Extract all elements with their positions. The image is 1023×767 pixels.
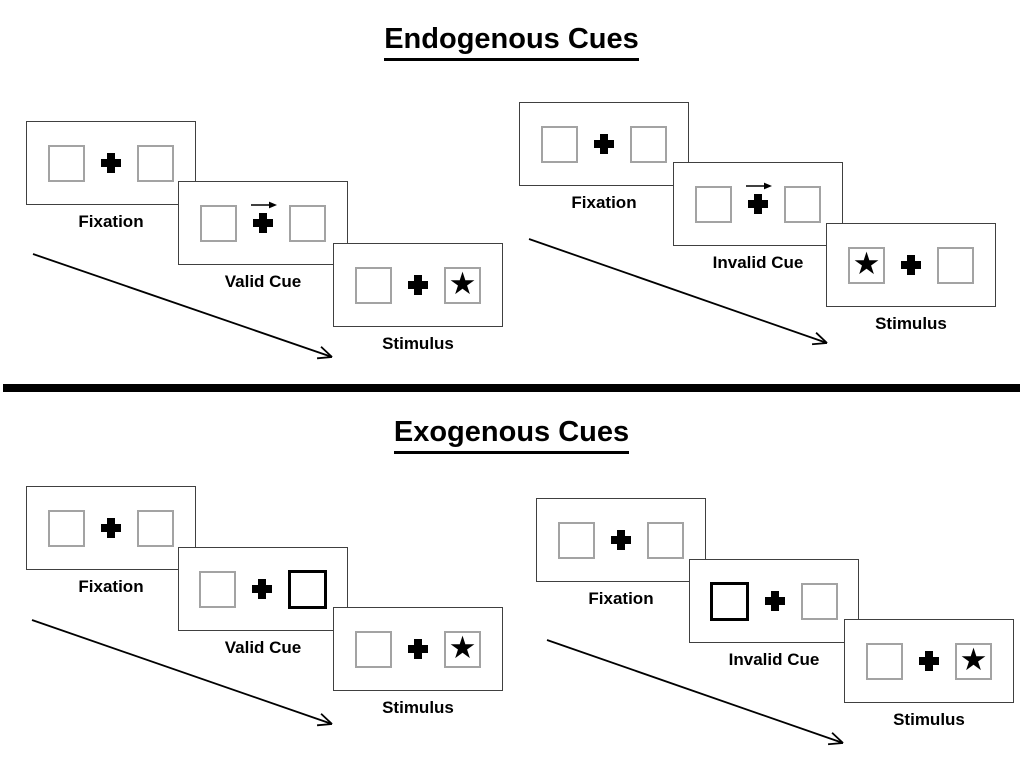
endo-valid-fixation-card: Fixation bbox=[26, 121, 196, 231]
stimulus-card: ★ bbox=[826, 223, 996, 307]
endo-invalid-cue-card: Invalid Cue bbox=[673, 162, 843, 272]
left-box bbox=[695, 185, 732, 223]
card-label: Fixation bbox=[588, 589, 654, 608]
star-stimulus-icon: ★ bbox=[448, 265, 477, 302]
right-arrow-cue-icon bbox=[251, 201, 277, 209]
star-stimulus-icon: ★ bbox=[959, 641, 988, 678]
right-box bbox=[801, 582, 838, 620]
exogenous-section-title: Exogenous Cues bbox=[0, 416, 1023, 454]
fixation-cross-icon bbox=[611, 530, 631, 550]
exo-invalid-stimulus-card: ★ Stimulus bbox=[844, 619, 1014, 729]
card-label: Valid Cue bbox=[224, 272, 302, 291]
left-box bbox=[541, 125, 578, 163]
cue-card bbox=[178, 547, 348, 631]
star-stimulus-icon: ★ bbox=[852, 245, 881, 282]
left-box bbox=[200, 204, 237, 242]
fixation-card bbox=[519, 102, 689, 186]
right-box: ★ bbox=[444, 265, 481, 304]
bold-cue-box bbox=[710, 581, 749, 621]
cue-card bbox=[689, 559, 859, 643]
fixation-cross-icon bbox=[748, 194, 768, 214]
stimulus-card: ★ bbox=[333, 243, 503, 327]
cue-card bbox=[178, 181, 348, 265]
card-label: Invalid Cue bbox=[712, 253, 804, 272]
right-box bbox=[289, 204, 326, 242]
right-box bbox=[647, 521, 684, 559]
right-arrow-cue-icon bbox=[746, 182, 772, 190]
right-box bbox=[784, 185, 821, 223]
card-label: Valid Cue bbox=[224, 638, 302, 657]
card-label: Fixation bbox=[78, 577, 144, 596]
left-box bbox=[199, 570, 236, 608]
exogenous-title-text: Exogenous Cues bbox=[393, 416, 630, 454]
card-label: Invalid Cue bbox=[728, 650, 820, 669]
fixation-card bbox=[536, 498, 706, 582]
fixation-cross-icon bbox=[765, 591, 785, 611]
fixation-cross-icon bbox=[101, 153, 121, 173]
card-label: Stimulus bbox=[875, 314, 947, 333]
fixation-cross-icon bbox=[594, 134, 614, 154]
fixation-cross-icon bbox=[101, 518, 121, 538]
left-box bbox=[48, 509, 85, 547]
left-box bbox=[558, 521, 595, 559]
endogenous-section-title: Endogenous Cues bbox=[0, 23, 1023, 61]
time-arrow bbox=[31, 619, 333, 727]
endo-invalid-stimulus-card: ★ Stimulus bbox=[826, 223, 996, 333]
exo-invalid-fixation-card: Fixation bbox=[536, 498, 706, 608]
endogenous-title-text: Endogenous Cues bbox=[384, 23, 639, 61]
left-box bbox=[48, 144, 85, 182]
cue-card bbox=[673, 162, 843, 246]
fixation-cross-icon bbox=[919, 651, 939, 671]
exo-valid-stimulus-card: ★ Stimulus bbox=[333, 607, 503, 717]
left-box bbox=[355, 266, 392, 304]
right-box bbox=[137, 144, 174, 182]
card-label: Stimulus bbox=[893, 710, 965, 729]
card-label: Fixation bbox=[78, 212, 144, 231]
time-arrow bbox=[32, 253, 333, 360]
exo-valid-cue-card: Valid Cue bbox=[178, 547, 348, 657]
right-box: ★ bbox=[444, 629, 481, 668]
endo-invalid-fixation-card: Fixation bbox=[519, 102, 689, 212]
left-box bbox=[355, 630, 392, 668]
section-divider bbox=[3, 384, 1020, 392]
bold-cue-box bbox=[288, 569, 327, 609]
right-box bbox=[137, 509, 174, 547]
fixation-cross-icon bbox=[253, 213, 273, 233]
star-stimulus-icon: ★ bbox=[448, 629, 477, 666]
right-box bbox=[937, 246, 974, 284]
fixation-cross-icon bbox=[252, 579, 272, 599]
endo-valid-stimulus-card: ★ Stimulus bbox=[333, 243, 503, 353]
fixation-card bbox=[26, 121, 196, 205]
exo-valid-fixation-card: Fixation bbox=[26, 486, 196, 596]
left-box: ★ bbox=[848, 245, 885, 284]
fixation-card bbox=[26, 486, 196, 570]
card-label: Stimulus bbox=[382, 334, 454, 353]
fixation-cross-icon bbox=[901, 255, 921, 275]
card-label: Stimulus bbox=[382, 698, 454, 717]
card-label: Fixation bbox=[571, 193, 637, 212]
right-box bbox=[630, 125, 667, 163]
exo-invalid-cue-card: Invalid Cue bbox=[689, 559, 859, 669]
stimulus-card: ★ bbox=[844, 619, 1014, 703]
left-box bbox=[866, 642, 903, 680]
right-box: ★ bbox=[955, 641, 992, 680]
fixation-cross-icon bbox=[408, 639, 428, 659]
stimulus-card: ★ bbox=[333, 607, 503, 691]
fixation-cross-icon bbox=[408, 275, 428, 295]
endo-valid-cue-card: Valid Cue bbox=[178, 181, 348, 291]
